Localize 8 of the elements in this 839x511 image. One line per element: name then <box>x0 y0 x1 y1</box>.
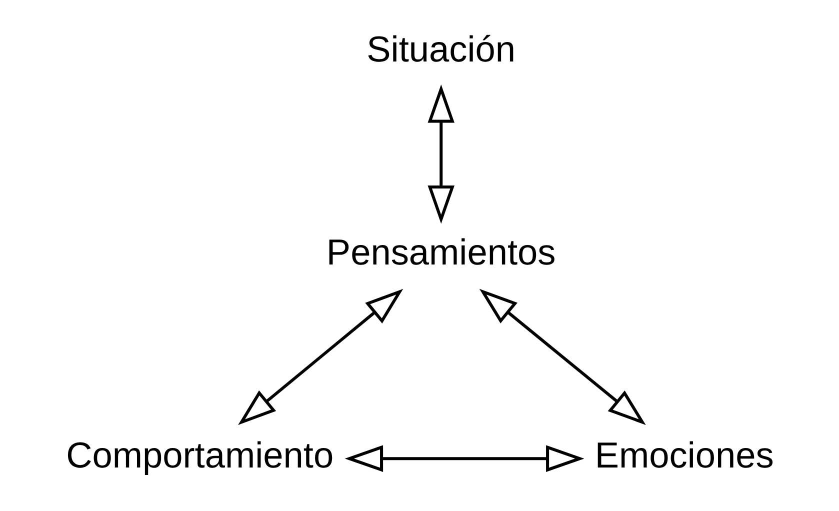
arrow <box>427 84 454 224</box>
node-text: Situación <box>366 28 516 70</box>
arrow <box>238 288 403 426</box>
arrow <box>344 445 584 472</box>
node-text: Emociones <box>594 434 774 476</box>
arrow <box>478 288 646 426</box>
node-text: Comportamiento <box>66 434 334 476</box>
node-text: Pensamientos <box>326 231 556 272</box>
